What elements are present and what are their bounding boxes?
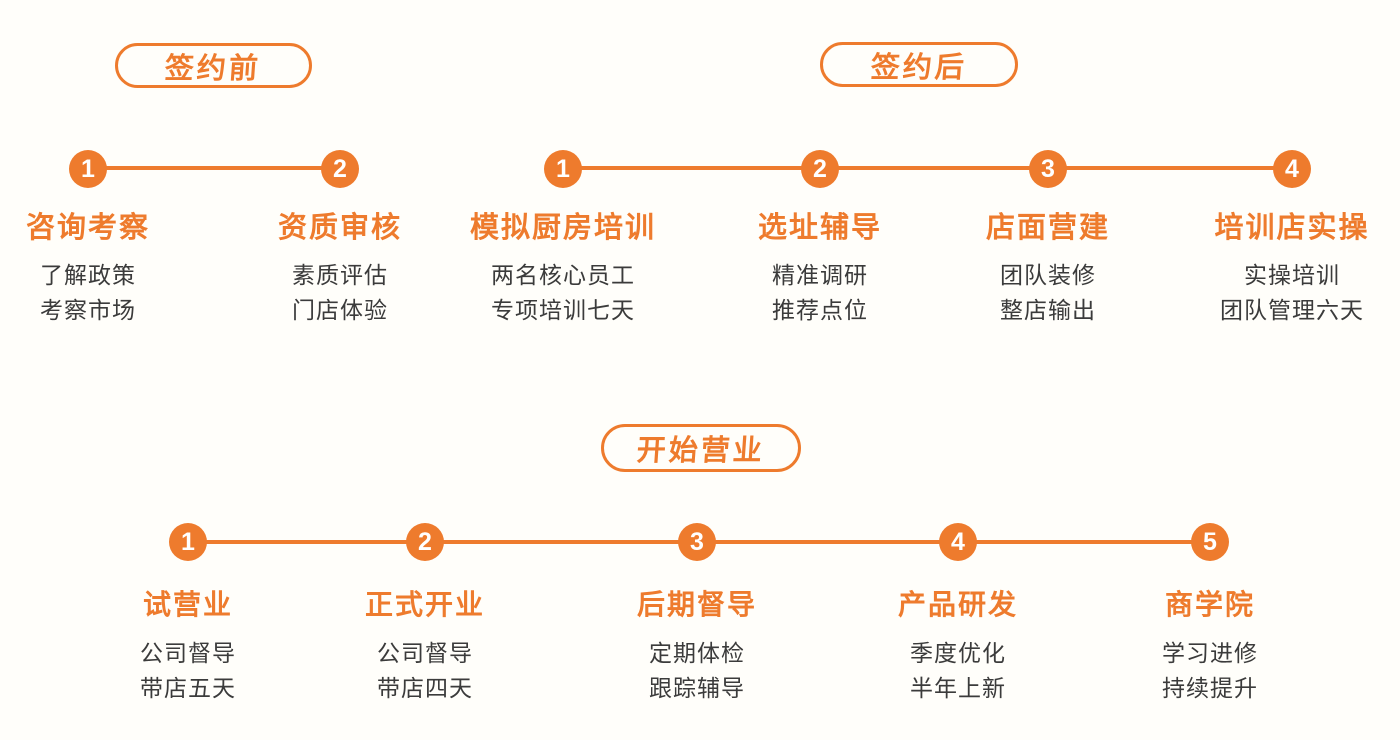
step-title: 咨询考察	[25, 212, 150, 244]
step-title: 培训店实操	[1214, 212, 1370, 244]
timeline-connector-pre-signing	[88, 166, 340, 170]
section-pill-opening-label: 开始营业	[635, 435, 766, 467]
step-title: 资质审核	[277, 212, 402, 244]
step-description-line: 季度优化	[910, 640, 1006, 666]
step-pre-2: 2 资质审核 素质评估 门店体验	[190, 150, 490, 328]
step-title: 选址辅导	[757, 212, 882, 244]
step-number: 2	[418, 527, 432, 556]
step-description-line: 跟踪辅导	[649, 675, 745, 701]
step-number-badge: 1	[544, 150, 582, 188]
section-pill-post-signing-label: 签约后	[869, 51, 968, 84]
step-open-1: 1 试营业 公司督导 带店五天	[38, 523, 338, 706]
step-number-badge: 1	[169, 523, 207, 561]
step-number: 5	[1203, 527, 1217, 556]
step-description-line: 整店输出	[1000, 297, 1096, 323]
step-post-1: 1 模拟厨房培训 两名核心员工 专项培训七天	[413, 150, 713, 328]
step-description-line: 学习进修	[1162, 640, 1258, 666]
step-description-line: 推荐点位	[772, 297, 868, 323]
step-number: 1	[81, 154, 95, 183]
step-pre-1: 1 咨询考察 了解政策 考察市场	[0, 150, 238, 328]
step-open-2: 2 正式开业 公司督导 带店四天	[275, 523, 575, 706]
step-number-badge: 2	[801, 150, 839, 188]
step-number-badge: 2	[406, 523, 444, 561]
step-description: 公司督导 带店四天	[377, 636, 473, 706]
step-open-5: 5 商学院 学习进修 持续提升	[1060, 523, 1360, 706]
step-number-badge: 5	[1191, 523, 1229, 561]
step-title: 试营业	[142, 589, 233, 620]
step-description: 两名核心员工 专项培训七天	[491, 258, 635, 328]
step-description: 精准调研 推荐点位	[772, 258, 868, 328]
step-number-badge: 3	[678, 523, 716, 561]
step-description-line: 公司督导	[377, 640, 473, 666]
step-description-line: 持续提升	[1162, 675, 1258, 701]
section-pill-opening: 开始营业	[601, 424, 801, 472]
step-number-badge: 1	[69, 150, 107, 188]
step-description-line: 半年上新	[910, 675, 1006, 701]
step-number: 4	[951, 527, 965, 556]
step-open-3: 3 后期督导 定期体检 跟踪辅导	[547, 523, 847, 706]
step-open-4: 4 产品研发 季度优化 半年上新	[808, 523, 1108, 706]
step-number: 1	[556, 154, 570, 183]
step-description-line: 素质评估	[292, 262, 388, 288]
timeline-connector-post-signing	[563, 166, 1292, 170]
step-title: 店面营建	[985, 212, 1110, 244]
step-number-badge: 4	[939, 523, 977, 561]
step-description-line: 考察市场	[40, 297, 136, 323]
step-number-badge: 2	[321, 150, 359, 188]
step-description: 了解政策 考察市场	[40, 258, 136, 328]
step-description-line: 实操培训	[1244, 262, 1340, 288]
step-description-line: 定期体检	[649, 640, 745, 666]
step-number: 2	[333, 154, 347, 183]
section-pill-pre-signing: 签约前	[115, 43, 312, 88]
step-number: 2	[813, 154, 827, 183]
step-title: 模拟厨房培训	[469, 212, 656, 244]
step-description-line: 带店四天	[377, 675, 473, 701]
section-pill-pre-signing-label: 签约前	[164, 52, 263, 85]
step-description-line: 了解政策	[40, 262, 136, 288]
step-number: 1	[181, 527, 195, 556]
step-post-4: 4 培训店实操 实操培训 团队管理六天	[1142, 150, 1400, 328]
step-number: 3	[1041, 154, 1055, 183]
section-pill-post-signing: 签约后	[820, 42, 1018, 87]
step-title: 后期督导	[636, 589, 757, 620]
step-description: 素质评估 门店体验	[292, 258, 388, 328]
step-description-line: 团队管理六天	[1220, 297, 1364, 323]
step-description-line: 带店五天	[140, 675, 236, 701]
step-title: 产品研发	[897, 589, 1018, 620]
step-title: 正式开业	[364, 589, 485, 620]
step-description: 定期体检 跟踪辅导	[649, 636, 745, 706]
step-number-badge: 3	[1029, 150, 1067, 188]
step-description-line: 公司督导	[140, 640, 236, 666]
step-number-badge: 4	[1273, 150, 1311, 188]
step-post-2: 2 选址辅导 精准调研 推荐点位	[670, 150, 970, 328]
step-description: 季度优化 半年上新	[910, 636, 1006, 706]
step-description-line: 精准调研	[772, 262, 868, 288]
step-post-3: 3 店面营建 团队装修 整店输出	[898, 150, 1198, 328]
step-number: 3	[690, 527, 704, 556]
step-description: 实操培训 团队管理六天	[1220, 258, 1364, 328]
step-description: 学习进修 持续提升	[1162, 636, 1258, 706]
step-description: 团队装修 整店输出	[1000, 258, 1096, 328]
step-number: 4	[1285, 154, 1299, 183]
step-description-line: 两名核心员工	[491, 262, 635, 288]
step-title: 商学院	[1164, 589, 1255, 620]
step-description-line: 门店体验	[292, 297, 388, 323]
step-description-line: 专项培训七天	[491, 297, 635, 323]
step-description: 公司督导 带店五天	[140, 636, 236, 706]
step-description-line: 团队装修	[1000, 262, 1096, 288]
